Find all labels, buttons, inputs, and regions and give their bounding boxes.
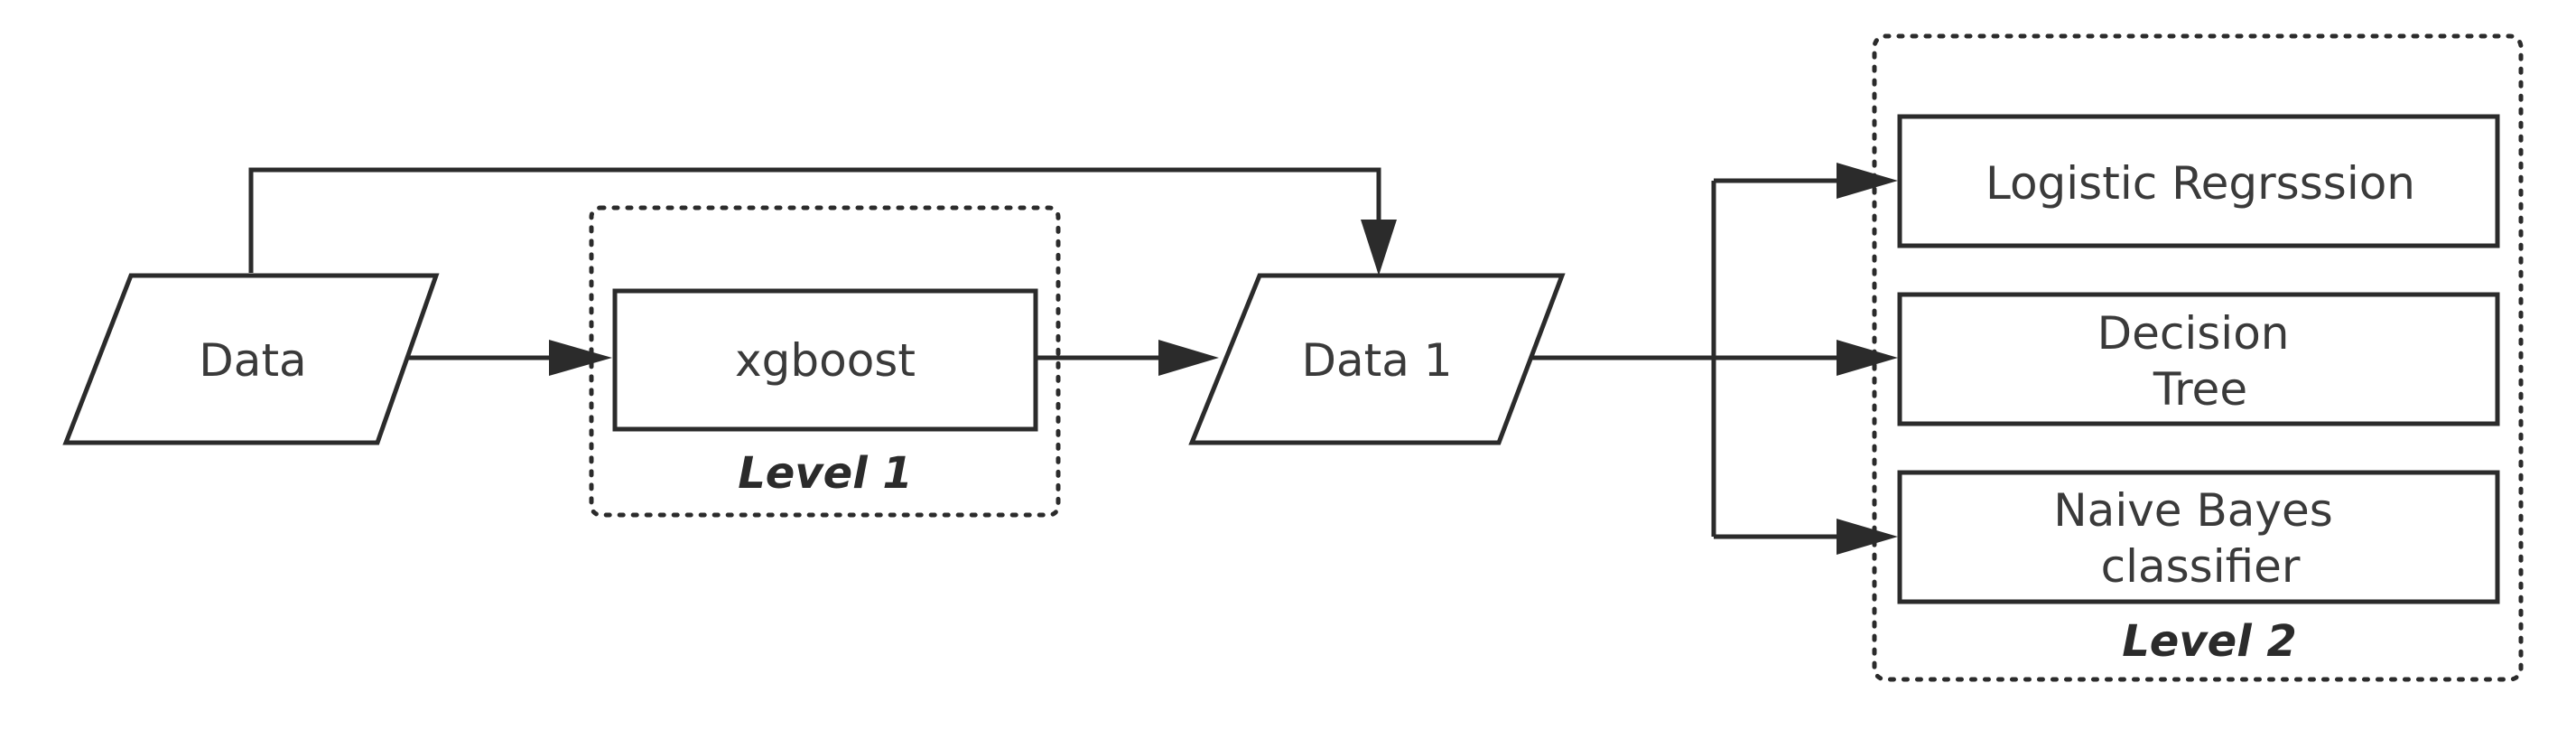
arrowhead-logistic	[1837, 163, 1898, 199]
arrowhead-data1-left	[1158, 340, 1219, 376]
node-logistic-regression	[1897, 114, 2500, 248]
node-decision-tree-label: Decision Tree	[2097, 307, 2304, 416]
node-decision-tree-line-1: Decision	[2097, 307, 2290, 360]
group-label-level2: Level 2	[2122, 616, 2297, 667]
node-data1-label: Data 1	[1301, 334, 1452, 387]
arrowhead-data1-top	[1361, 220, 1397, 276]
node-data-label: Data	[199, 334, 306, 387]
edge-data-bypass-to-data1	[248, 167, 1381, 273]
node-naive-bayes	[1897, 470, 2500, 604]
node-xgboost	[612, 288, 1038, 432]
node-logistic-regression-label: Logistic Regrsssion	[1985, 157, 2415, 210]
node-decision-tree-line-2: Tree	[2153, 363, 2247, 416]
node-naive-bayes-line-2: classifier	[2101, 540, 2301, 593]
node-xgboost-label: xgboost	[735, 334, 916, 387]
group-label-level1: Level 1	[738, 448, 913, 499]
node-data	[62, 273, 440, 445]
node-decision-tree	[1897, 292, 2500, 426]
group-box-level2	[1872, 33, 2524, 682]
node-naive-bayes-line-1: Naive Bayes	[2053, 484, 2333, 537]
node-data1	[1188, 273, 1566, 445]
arrowhead-xgboost	[549, 340, 612, 376]
arrowhead-naive-bayes	[1837, 519, 1898, 555]
node-naive-bayes-label: Naive Bayes classifier	[2053, 484, 2347, 593]
arrowhead-decision-tree	[1837, 340, 1898, 376]
